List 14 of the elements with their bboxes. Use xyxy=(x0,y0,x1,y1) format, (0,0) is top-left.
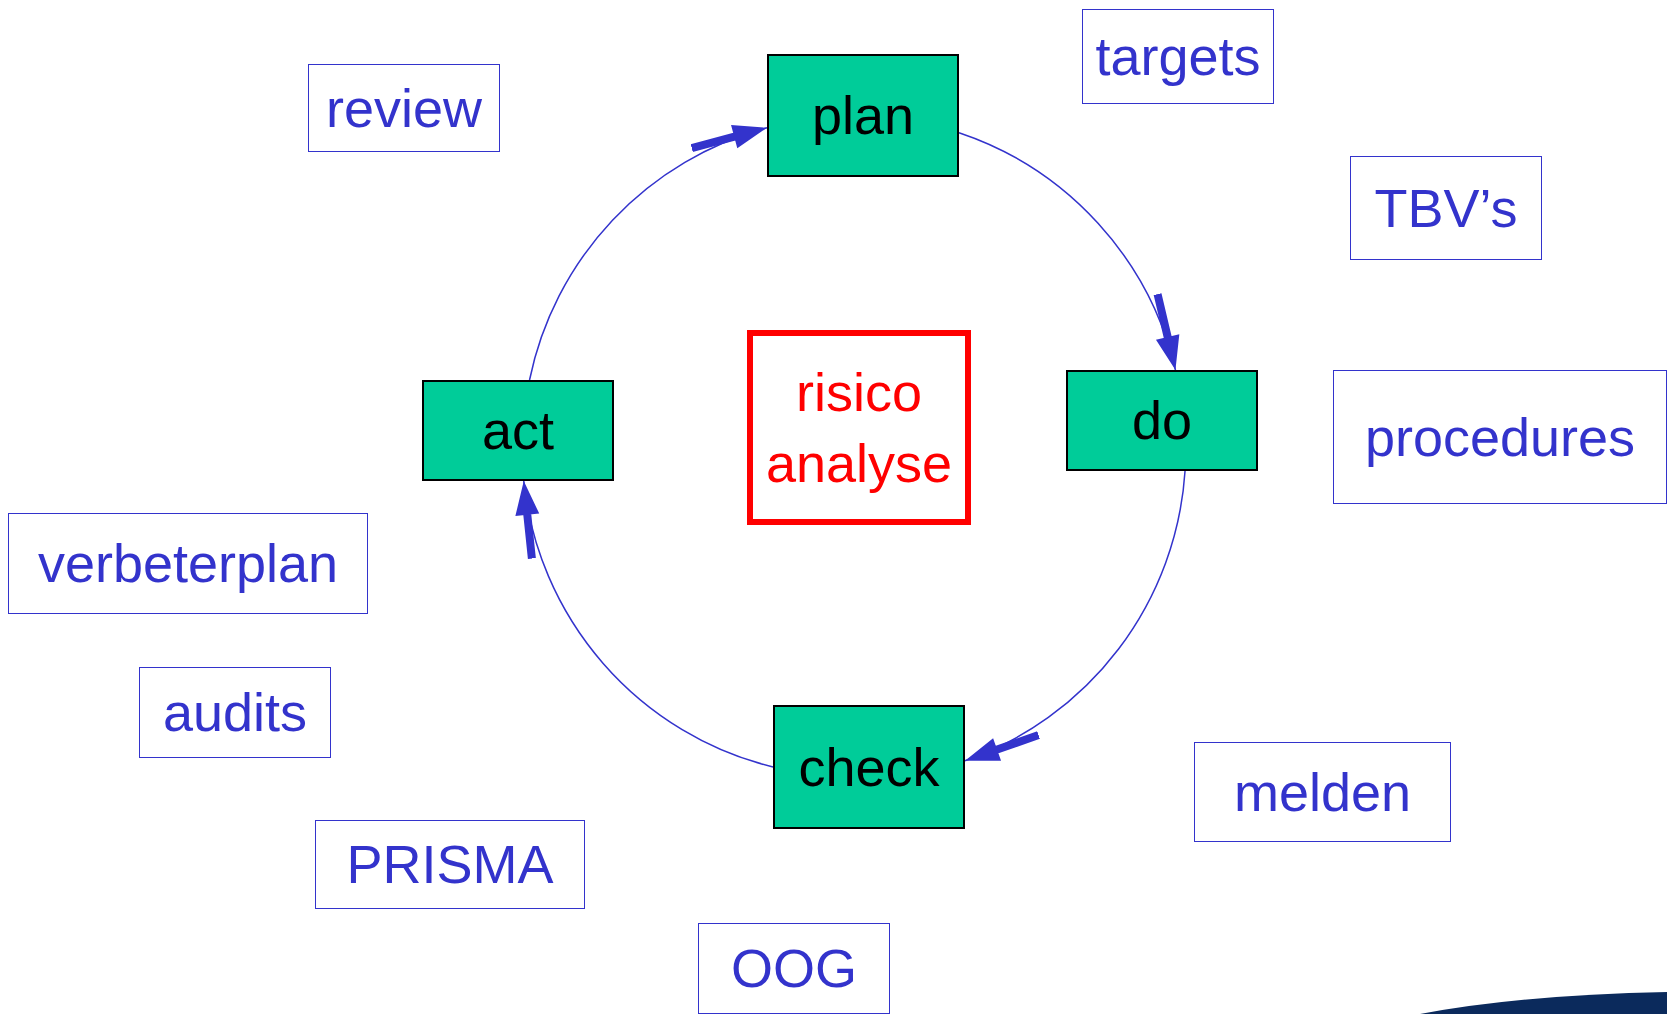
process-box: plan xyxy=(767,54,959,177)
topic-box: audits xyxy=(139,667,331,758)
topic-box: melden xyxy=(1194,742,1451,842)
topic-box: verbeterplan xyxy=(8,513,368,614)
topic-box: review xyxy=(308,64,500,152)
process-box: check xyxy=(773,705,965,829)
process-box: do xyxy=(1066,370,1258,471)
topic-box: OOG xyxy=(698,923,890,1014)
center-box: risico analyse xyxy=(747,330,971,525)
process-box: act xyxy=(422,380,614,481)
topic-box: PRISMA xyxy=(315,820,585,909)
topic-box: targets xyxy=(1082,9,1274,104)
topic-box: procedures xyxy=(1333,370,1667,504)
topic-box: TBV’s xyxy=(1350,156,1542,260)
